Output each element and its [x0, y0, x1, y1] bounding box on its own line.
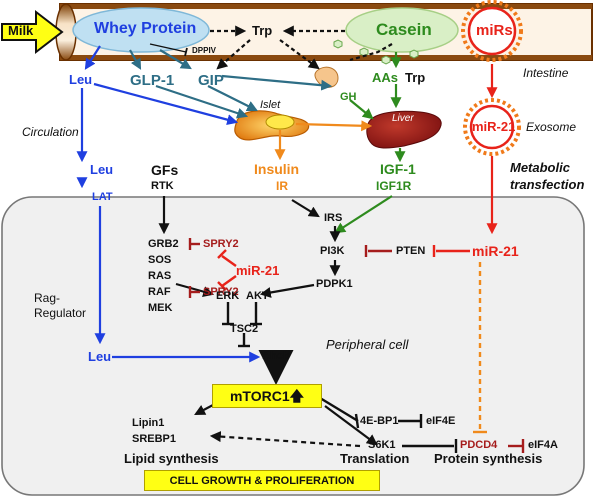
eif4e-label: eIF4E: [426, 415, 456, 427]
spry2-top-label: SPRY2: [203, 238, 239, 250]
peripheral-cell-label: Peripheral cell: [326, 337, 409, 352]
mir21-right-label: miR-21: [472, 243, 519, 259]
gfs-label: GFs: [151, 162, 179, 178]
irs-label: IRS: [324, 212, 343, 224]
igf1r-label: IGF1R: [376, 179, 412, 193]
pdcd4-label: PDCD4: [460, 439, 498, 451]
mek-label: MEK: [148, 302, 173, 314]
whey-protein-ellipse: [72, 7, 210, 53]
spry2-bottom-label: SPRY2: [203, 286, 239, 298]
pten-label: PTEN: [396, 245, 426, 257]
up-arrow-icon: 🡅: [289, 388, 305, 404]
casein-label: Casein: [376, 20, 432, 39]
islet-label: Islet: [260, 99, 281, 111]
akt-label: AKT: [246, 290, 269, 302]
dppiv-label: DPPIV: [192, 46, 217, 55]
pancreas-islet: [234, 110, 310, 141]
mir21-left-label: miR-21: [236, 263, 280, 278]
gh-label: GH: [340, 91, 357, 103]
grb2-label: GRB2: [148, 238, 179, 250]
liver-label: Liver: [392, 113, 414, 124]
metabolic-transfection-label: Metabolic transfection: [510, 160, 585, 192]
4ebp1-label: 4E-BP1: [360, 415, 399, 427]
insulin-label: Insulin: [254, 161, 300, 177]
exosome-label: Exosome: [526, 120, 577, 134]
pi3k-label: PI3K: [320, 245, 345, 257]
mtorc1-label: mTORC1: [229, 388, 290, 404]
igf1-label: IGF-1: [380, 161, 416, 177]
rheb-label: Rheb: [262, 350, 290, 362]
peptide-hexagons: [333, 39, 419, 65]
casein-ellipse: [345, 7, 459, 53]
mtorc1-box: mTORC1🡅: [212, 384, 322, 408]
translation-label: Translation: [340, 451, 410, 466]
cell-growth-label: CELL GROWTH & PROLIFERATION: [169, 475, 355, 487]
tsc2-label: TSC2: [230, 323, 259, 335]
circulation-label: Circulation: [22, 125, 79, 139]
liver-organ: [366, 110, 442, 149]
rag-regulator-label: Rag-Regulator: [34, 291, 87, 320]
erk-label: ERK: [216, 290, 240, 302]
pdpk1-label: PDPK1: [316, 278, 353, 290]
mir21-exosome-label: miR-21: [472, 119, 516, 134]
trp-mid-label: Trp: [405, 70, 426, 85]
ir-label: IR: [276, 179, 288, 193]
mirs-exosome: [461, 0, 523, 62]
trp-top-label: Trp: [252, 23, 273, 38]
s6k1-label: S6K1: [368, 439, 396, 451]
milk-arrow: [1, 9, 64, 55]
leu-circulation-label: Leu: [90, 162, 114, 177]
sos-label: SOS: [148, 254, 172, 266]
mirs-label: miRs: [476, 22, 513, 39]
cell-growth-box: CELL GROWTH & PROLIFERATION: [144, 470, 380, 491]
intestine-label: Intestine: [523, 66, 569, 80]
aas-label: AAs: [372, 70, 399, 85]
protein-synthesis-label: Protein synthesis: [434, 451, 543, 466]
whey-protein-label: Whey Protein: [94, 20, 197, 37]
glp1-label: GLP-1: [130, 72, 175, 89]
eif4a-label: eIF4A: [528, 439, 558, 451]
milk-label: Milk: [8, 23, 34, 38]
ras-label: RAS: [148, 270, 172, 282]
leu-top-label: Leu: [69, 72, 93, 87]
mir21-exosome: [463, 98, 521, 156]
peripheral-cell-membrane: [1, 196, 585, 496]
lipid-synthesis-label: Lipid synthesis: [124, 451, 219, 466]
srebp1-label: SREBP1: [132, 433, 177, 445]
lat-label: LAT: [92, 191, 113, 203]
gip-label: GIP: [198, 72, 224, 89]
lipin1-label: Lipin1: [132, 417, 165, 429]
raf-label: RAF: [148, 286, 171, 298]
rtk-label: RTK: [151, 180, 174, 192]
leu-cell-label: Leu: [88, 349, 112, 364]
